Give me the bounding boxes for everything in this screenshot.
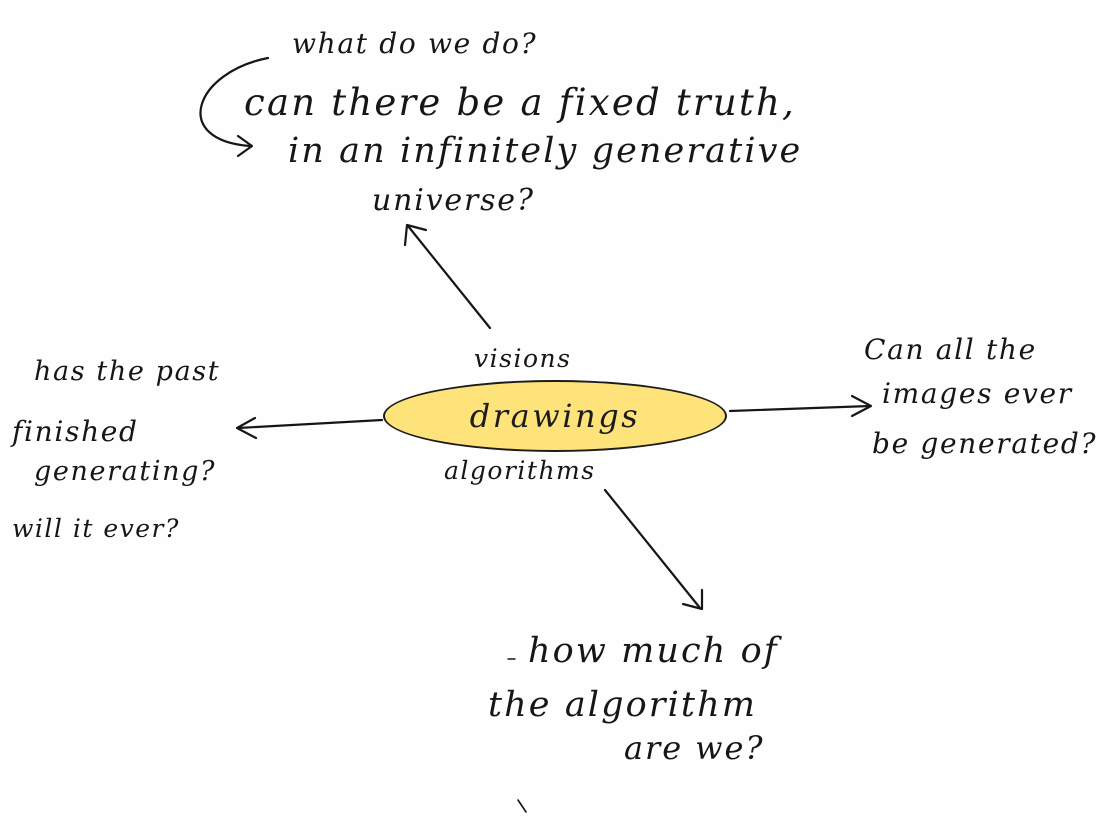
right-question-line-3: be generated? bbox=[872, 427, 1098, 460]
right-question-line-1: Can all the bbox=[864, 333, 1037, 366]
arrow-to-bottom-shaft bbox=[603, 488, 702, 610]
left-question-line-4: will it ever? bbox=[12, 514, 180, 543]
arrow-to-bottom-head bbox=[681, 588, 704, 611]
stray-mark-bottom bbox=[517, 799, 527, 813]
top-question-line-1: what do we do? bbox=[292, 27, 538, 60]
left-question-line-1: has the past bbox=[34, 356, 221, 387]
loop-arrow-curve bbox=[199, 56, 270, 148]
arrow-to-left-head bbox=[235, 416, 258, 440]
arrow-to-right-shaft bbox=[728, 404, 872, 413]
bottom-question-line-1: how much of bbox=[528, 631, 779, 671]
top-question-line-2: can there be a fixed truth, bbox=[244, 81, 796, 124]
node-above-label: visions bbox=[474, 344, 572, 373]
bottom-question-line-2: the algorithm bbox=[488, 685, 758, 725]
top-question-line-3: in an infinitely generative bbox=[288, 131, 803, 171]
center-node-label: drawings bbox=[469, 397, 641, 435]
node-below-label: algorithms bbox=[444, 456, 596, 485]
bottom-question-line-3: are we? bbox=[624, 729, 765, 767]
left-question-line-2: finished bbox=[12, 415, 139, 448]
right-question-line-2: images ever bbox=[882, 377, 1073, 410]
left-question-line-3: generating? bbox=[34, 456, 217, 487]
arrow-to-top-head bbox=[403, 223, 428, 247]
arrow-to-right-head bbox=[850, 394, 873, 418]
loop-arrow-head bbox=[236, 134, 254, 158]
center-node-drawings[interactable]: drawings bbox=[383, 380, 727, 452]
top-question-line-4: universe? bbox=[372, 183, 535, 218]
arrow-to-top-shaft bbox=[406, 224, 492, 330]
arrow-to-left-shaft bbox=[236, 418, 384, 430]
